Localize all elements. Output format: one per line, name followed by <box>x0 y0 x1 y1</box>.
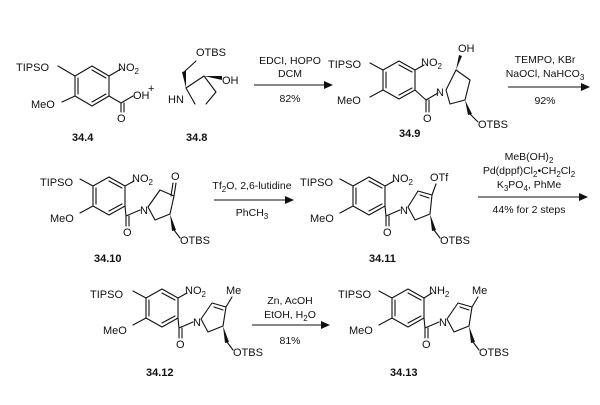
reaction-arrow-4: MeB(OH)2 Pd(dppf)Cl2•CH2Cl2 K3PO4, PhMe … <box>478 151 588 216</box>
amide-nitrogen-label: N <box>193 317 201 329</box>
otbs-label: OTBS <box>440 235 470 247</box>
methoxy-label: MeO <box>349 325 373 337</box>
amide-nitrogen-label: N <box>400 205 408 217</box>
methoxy-label: MeO <box>103 325 127 337</box>
tipso-label: TIPSO <box>90 289 123 301</box>
methyl-label: Me <box>226 285 241 297</box>
amine-label: NH2 <box>429 285 450 299</box>
nitro-label: NO2 <box>185 285 207 299</box>
reagent-label: TEMPO, KBr <box>515 54 576 66</box>
hydroxyl-label: OH <box>458 43 475 55</box>
methyl-label: Me <box>472 285 487 297</box>
amide-nitrogen-label: N <box>140 205 148 217</box>
otbs-label: OTBS <box>479 347 509 359</box>
tipso-label: TIPSO <box>16 62 49 74</box>
carbonyl-oxygen-label: O <box>422 339 431 351</box>
solvent-label: EtOH, H2O <box>264 309 316 323</box>
reagent-label: NaOCl, NaHCO3 <box>506 68 585 82</box>
base-solvent-label: K3PO4, PhMe <box>497 179 562 193</box>
reagent-label: Tf2O, 2,6-lutidine <box>212 180 291 194</box>
tipso-label: TIPSO <box>328 59 361 71</box>
nitro-label: NO2 <box>392 173 414 187</box>
reagent-label: MeB(OH)2 <box>505 151 554 165</box>
compound-34-4: TIPSO NO2 OH O MeO 34.4 <box>16 62 150 144</box>
carbonyl-oxygen-label: O <box>176 339 185 351</box>
tipso-label: TIPSO <box>40 177 73 189</box>
compound-number: 34.9 <box>399 128 420 140</box>
otbs-label: OTBS <box>233 347 263 359</box>
compound-number: 34.10 <box>94 253 122 265</box>
carbonyl-oxygen-label: O <box>423 113 432 125</box>
yield-label: 82% <box>279 93 300 105</box>
solvent-label: PhCH3 <box>236 207 269 221</box>
compound-34-11: TIPSO NO2 OTf MeO N O OTBS 34.11 <box>300 172 470 265</box>
otbs-label: OTBS <box>196 47 226 59</box>
compound-number: 34.13 <box>390 367 418 379</box>
otbs-label: OTBS <box>180 235 210 247</box>
triflate-label: OTf <box>430 172 449 184</box>
hydroxyl-label: OH <box>222 75 239 87</box>
solvent-label: DCM <box>278 68 302 80</box>
methoxy-label: MeO <box>50 213 74 225</box>
amide-nitrogen-label: N <box>436 87 444 99</box>
compound-number: 34.11 <box>369 253 396 265</box>
carbonyl-oxygen-label: O <box>383 227 392 239</box>
hydroxyl-label: OH <box>133 90 150 102</box>
compound-34-12: TIPSO NO2 Me MeO N O OTBS 34.12 <box>90 285 263 379</box>
compound-34-9: TIPSO NO2 OH MeO N O OTBS 34.9 <box>328 43 508 140</box>
tipso-label: TIPSO <box>338 289 371 301</box>
yield-label: 92% <box>534 95 555 107</box>
compound-number: 34.4 <box>72 132 94 144</box>
yield-label: 44% for 2 steps <box>493 204 566 216</box>
yield-label: 81% <box>279 335 300 347</box>
carbonyl-oxygen-label: O <box>117 113 126 125</box>
compound-number: 34.12 <box>146 367 174 379</box>
compound-34-10: TIPSO NO2 O MeO N O OTBS 34.10 <box>40 171 210 265</box>
nitro-label: NO2 <box>118 62 140 76</box>
reagent-label: Zn, AcOH <box>267 295 313 307</box>
reagent-label: EDCI, HOPO <box>259 55 321 67</box>
compound-34-13: TIPSO NH2 Me MeO N O OTBS 34.13 <box>338 285 509 379</box>
reaction-arrow-1: EDCI, HOPO DCM 82% <box>254 55 333 105</box>
compound-34-8: OTBS HN OH 34.8 <box>168 47 239 144</box>
carbonyl-oxygen-label: O <box>123 227 132 239</box>
methoxy-label: MeO <box>337 95 361 107</box>
tipso-label: TIPSO <box>300 177 333 189</box>
methoxy-label: MeO <box>310 213 334 225</box>
amide-nitrogen-label: N <box>439 317 447 329</box>
nitro-label: NO2 <box>421 57 443 71</box>
reaction-arrow-3: Tf2O, 2,6-lutidine PhCH3 <box>212 180 294 221</box>
amine-label: HN <box>168 94 184 106</box>
reaction-arrow-5: Zn, AcOH EtOH, H2O 81% <box>252 295 330 347</box>
ketone-oxygen-label: O <box>171 171 180 183</box>
plus-sign: + <box>148 83 154 95</box>
otbs-label: OTBS <box>478 119 508 131</box>
reaction-arrow-2: TEMPO, KBr NaOCl, NaHCO3 92% <box>506 54 590 107</box>
methoxy-label: MeO <box>31 99 55 111</box>
nitro-label: NO2 <box>132 173 154 187</box>
compound-number: 34.8 <box>186 132 207 144</box>
catalyst-label: Pd(dppf)Cl2•CH2Cl2 <box>483 165 576 179</box>
